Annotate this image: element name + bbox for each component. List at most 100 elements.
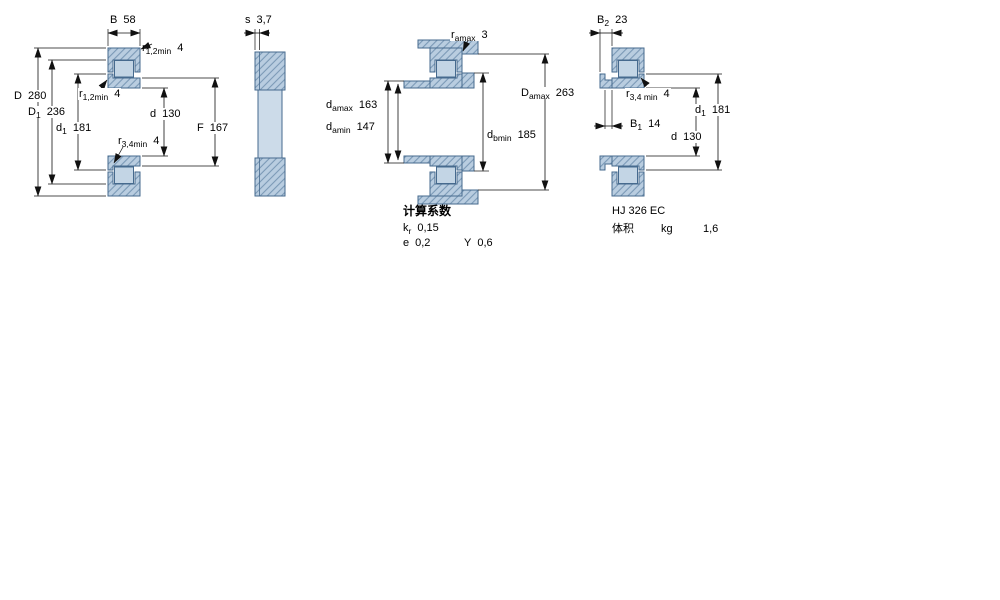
roller-bottom xyxy=(114,166,134,184)
dim-symbol: d xyxy=(695,104,702,116)
dim-subscript: 1 xyxy=(637,121,643,132)
hj-designation: HJ 326 EC xyxy=(612,205,666,217)
side-outer-ring-bottom xyxy=(254,157,286,197)
roller-bottom xyxy=(436,166,456,184)
side-view-drawing xyxy=(244,29,286,197)
dim-value: 4 xyxy=(153,135,160,147)
dim-subscript: amax xyxy=(454,32,476,43)
dim-symbol: r xyxy=(79,88,83,100)
dim-d-right: d 130 xyxy=(670,131,703,143)
dim-value: 263 xyxy=(555,87,575,99)
dimension-lines-drawing2 xyxy=(244,29,270,50)
dim-subscript: amax xyxy=(528,90,550,101)
dim-symbol: d xyxy=(56,122,63,134)
dim-symbol: d xyxy=(326,99,333,111)
shaft-shoulder-top xyxy=(403,80,431,89)
dim-value: 163 xyxy=(358,99,378,111)
side-middle-band xyxy=(257,89,283,159)
dimension-lines-drawing4 xyxy=(589,29,722,171)
dim-subscript: 1,2min xyxy=(82,91,109,102)
dim-subscript: amin xyxy=(332,124,351,135)
dim-D: D 280 xyxy=(13,90,48,102)
mass-unit: kg xyxy=(661,223,673,235)
factor-subscript: r xyxy=(408,225,412,236)
dim-value: 58 xyxy=(123,14,136,26)
dim-symbol: D xyxy=(14,90,22,102)
dim-d: d 130 xyxy=(149,108,182,120)
dim-value: 23 xyxy=(615,14,628,26)
factor-value: 0,2 xyxy=(415,237,431,249)
dim-subscript: 2 xyxy=(604,17,610,28)
dim-symbol: r xyxy=(626,88,630,100)
dim-value: 280 xyxy=(27,90,47,102)
dim-r34: r3,4min 4 xyxy=(117,135,161,149)
hj-angle-ring-top xyxy=(599,73,613,89)
dim-symbol: D xyxy=(521,87,529,99)
factor-symbol: e xyxy=(403,237,410,249)
dim-value: 130 xyxy=(683,131,702,143)
dim-r12-top: r1,2min 4 xyxy=(142,42,184,56)
dim-symbol: B xyxy=(630,118,638,130)
dim-symbol: d xyxy=(326,121,333,133)
roller-top xyxy=(436,60,456,78)
shaft-shoulder-bottom xyxy=(403,155,431,164)
dim-subscript: 3,4min xyxy=(121,138,148,149)
dim-subscript: 1 xyxy=(62,125,67,136)
dim-symbol: r xyxy=(142,42,146,54)
dim-value: 3,7 xyxy=(256,14,272,26)
dim-subscript: bmin xyxy=(493,132,512,143)
dim-symbol: d xyxy=(487,129,494,141)
hj-angle-ring-bottom xyxy=(599,155,613,171)
dim-symbol: d xyxy=(671,131,678,143)
dim-r12-mid: r1,2min 4 xyxy=(78,88,122,102)
calc-factors-title: 计算系数 xyxy=(403,204,452,218)
dim-value: 167 xyxy=(209,122,229,134)
mass-label: 体积 xyxy=(612,223,634,235)
dim-symbol: D xyxy=(28,106,36,118)
factor-symbol: Y xyxy=(464,237,472,249)
dim-subscript: 1,2min xyxy=(145,45,172,56)
dim-F: F 167 xyxy=(196,122,230,134)
dim-value: 236 xyxy=(46,106,66,118)
factor-value: 0,15 xyxy=(417,222,439,234)
dimension-lines-drawing1 xyxy=(34,29,219,197)
dim-symbol: B xyxy=(110,14,118,26)
dim-value: 4 xyxy=(177,42,184,54)
factor-symbol: k xyxy=(403,222,409,234)
factor-value: 0,6 xyxy=(477,237,493,249)
dim-value: 181 xyxy=(72,122,92,134)
dim-symbol: d xyxy=(150,108,157,120)
hj-ring-drawing xyxy=(589,29,722,197)
dim-Da-max: Damax 263 xyxy=(520,87,576,101)
dim-subscript: 3,4 min xyxy=(629,91,658,102)
dim-B: B 58 xyxy=(110,14,136,26)
dim-symbol: F xyxy=(197,122,204,134)
mounting-dimensions-drawing xyxy=(384,39,549,205)
dim-symbol: r xyxy=(118,135,122,147)
dim-value: 4 xyxy=(114,88,121,100)
dim-d1: d1 181 xyxy=(55,122,93,136)
roller-top xyxy=(618,60,638,78)
mass-value: 1,6 xyxy=(703,223,719,235)
factor-e: e 0,2 xyxy=(403,237,430,249)
side-outer-ring-top xyxy=(254,51,286,91)
flange-abutment-top xyxy=(461,72,475,89)
dim-value: 14 xyxy=(648,118,661,130)
dimension-lines-drawing3 xyxy=(384,39,549,191)
dim-symbol: s xyxy=(245,14,251,26)
dim-value: 130 xyxy=(162,108,181,120)
inner-ring-bottom xyxy=(611,155,645,171)
dim-subscript: 1 xyxy=(701,107,706,118)
dim-value: 185 xyxy=(517,129,536,141)
factor-kr: kr 0,15 xyxy=(403,222,439,236)
dim-B1: B1 14 xyxy=(630,118,661,132)
roller-bottom xyxy=(618,166,638,184)
